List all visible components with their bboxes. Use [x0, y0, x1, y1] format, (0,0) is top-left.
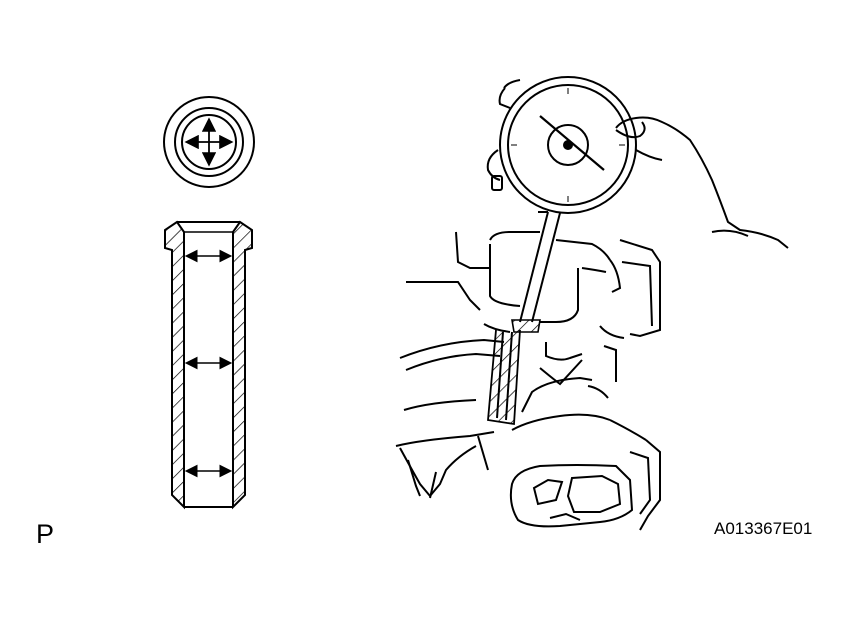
hand	[486, 79, 789, 249]
bushing-cross-section	[164, 220, 253, 510]
figure-id: A013367E01	[714, 519, 813, 538]
dial-indicator	[491, 76, 637, 333]
view-label: P	[36, 519, 55, 549]
dial-ticks	[511, 88, 625, 202]
measure-direction-arrows	[184, 117, 234, 167]
bore-measurement-arrows	[184, 249, 233, 478]
cylinder-head	[395, 231, 661, 531]
bushing-top-view	[163, 96, 255, 188]
